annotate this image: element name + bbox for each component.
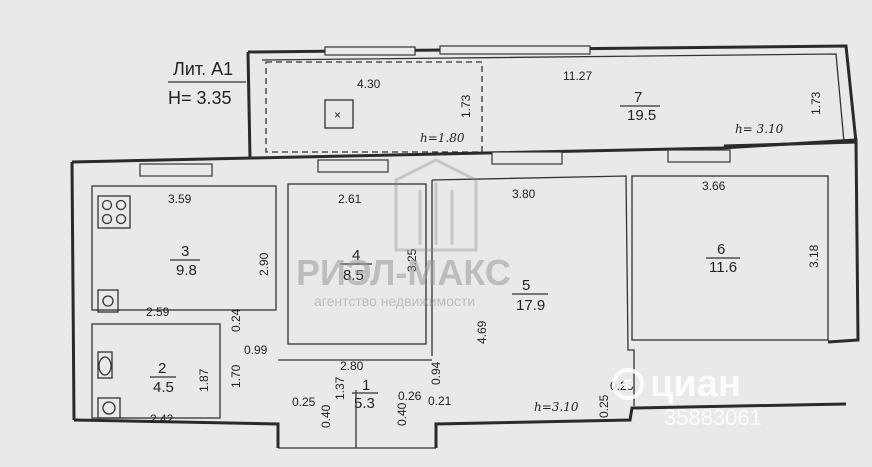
room7-left-wall: [246, 51, 252, 159]
room7-window: [439, 45, 591, 55]
room3-outline: [91, 185, 277, 311]
watermark-brand: РИЭЛ-МАКС: [296, 252, 511, 293]
room5-width: 3.80: [512, 187, 536, 201]
room5-number: 5: [522, 277, 530, 294]
washbasin-icon: [97, 397, 121, 419]
watermark-cian: циан: [650, 363, 741, 405]
watermark-tagline: агентство недвижимости: [314, 293, 475, 309]
balcony-depth: 1.73: [459, 94, 473, 118]
room1-area: 5.3: [354, 395, 375, 412]
dim-040a: 0.40: [319, 404, 333, 428]
dim-094: 0.94: [429, 361, 443, 385]
room1-number: 1: [362, 377, 370, 394]
corridor-width: 2.80: [340, 359, 364, 373]
dim-099: 0.99: [244, 343, 268, 357]
dim-025b: 0.25: [597, 394, 611, 418]
room4-depth: 3.25: [405, 248, 419, 272]
room7-h-note: h= 3.10: [735, 122, 784, 136]
room5-h-note: h=3.10: [534, 400, 579, 414]
room4-width: 2.61: [338, 192, 362, 206]
room6-width: 3.66: [702, 179, 726, 193]
room5-outline: [431, 175, 635, 406]
dim-040b: 0.40: [395, 402, 409, 426]
room2-area: 4.5: [153, 379, 174, 396]
room5-window: [491, 151, 563, 165]
main-bottom-wall-right: [434, 402, 847, 448]
cian-logo-icon: [612, 368, 644, 400]
realtor-logo-icon: [394, 158, 478, 252]
room6-outline: [631, 175, 829, 341]
room6-area: 11.6: [709, 259, 737, 276]
room7-area: 19.5: [627, 107, 656, 124]
main-outer-wall-top: [71, 138, 860, 344]
room2-depth: 1.87: [197, 368, 211, 392]
room3-width: 3.59: [168, 192, 192, 206]
room7-width: 11.27: [563, 69, 592, 83]
room1-depth: 1.37: [333, 376, 347, 400]
room4-number: 4: [352, 247, 360, 264]
room7-inner-wall: [261, 53, 845, 143]
room6-window: [667, 149, 731, 163]
room6-number: 6: [717, 241, 725, 258]
stove-icon: [97, 195, 131, 229]
room3-area: 9.8: [176, 262, 197, 279]
room4-window: [317, 159, 389, 173]
room2-number: 2: [158, 360, 166, 377]
room7-depth: 1.73: [809, 91, 823, 115]
room2-extra: 1.70: [229, 364, 243, 388]
toilet-icon: [97, 351, 113, 379]
room2-width: 2.42: [150, 412, 174, 426]
dim-021: 0.21: [428, 394, 452, 408]
room3-window: [139, 163, 213, 177]
room5-depth: 4.69: [475, 320, 489, 344]
watermark-phone: 35883061: [664, 405, 762, 430]
room7-number: 7: [634, 89, 642, 106]
height-label: H= 3.35: [168, 88, 232, 108]
main-left-wall: [70, 161, 76, 421]
main-bottom-wall-left: [73, 418, 280, 448]
room3-extra: 2.59: [146, 305, 170, 319]
room6-depth: 3.18: [807, 244, 821, 268]
room5-area: 17.9: [516, 297, 545, 314]
balcony-window: [324, 46, 416, 56]
room4-outline: [287, 183, 427, 345]
kitchen-sink-icon: [97, 289, 119, 313]
balcony-h-note: h=1.80: [420, 131, 465, 145]
lit-label: Лит. А1: [173, 59, 233, 79]
dim-024: 0.24: [229, 308, 243, 332]
room3-number: 3: [181, 243, 189, 260]
room4-area: 8.5: [343, 267, 364, 284]
balcony-x-mark: ×: [334, 108, 341, 122]
room3-depth: 2.90: [257, 252, 271, 276]
room2-outline: [91, 323, 221, 419]
dim-026: 0.26: [398, 389, 422, 403]
balcony-loggia: [265, 61, 483, 153]
balcony-x-icon: [324, 99, 354, 129]
balcony-width: 4.30: [357, 77, 381, 91]
dim-025a: 0.25: [292, 395, 316, 409]
